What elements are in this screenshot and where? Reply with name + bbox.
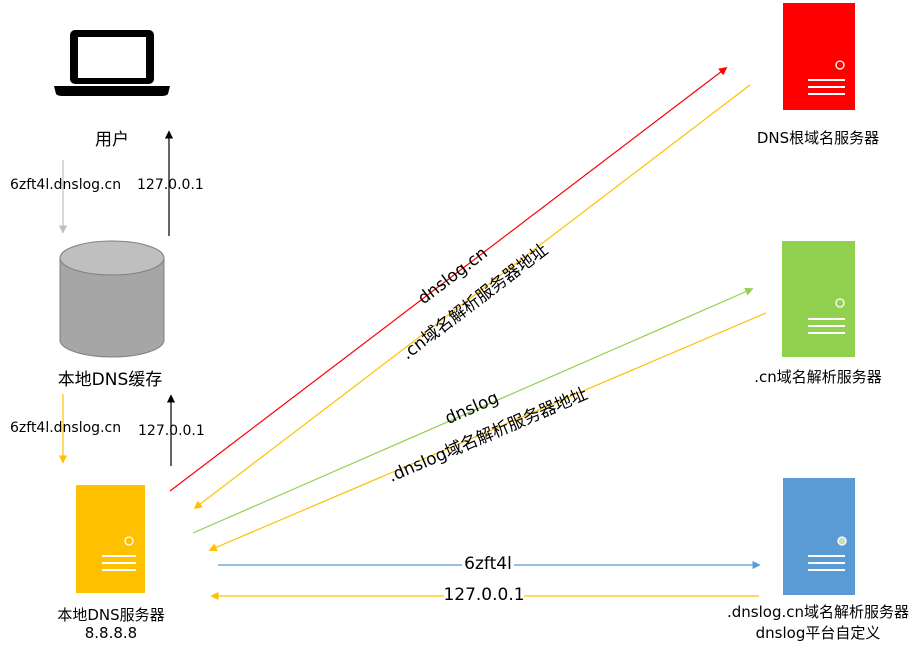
edge-label-user-to-cache: 6zft4l.dnslog.cn bbox=[10, 177, 121, 193]
root-dns-server-icon bbox=[783, 3, 855, 110]
edge-label-cache-to-local: 6zft4l.dnslog.cn bbox=[10, 420, 121, 436]
database-icon bbox=[59, 240, 165, 358]
root-dns-label: DNS根域名服务器 bbox=[757, 129, 879, 147]
dnslog-server-icon bbox=[783, 478, 855, 595]
laptop-icon bbox=[54, 30, 170, 96]
label-bg bbox=[444, 586, 524, 604]
local-dns-server-icon bbox=[76, 485, 145, 593]
cache-label: 本地DNS缓存 bbox=[58, 370, 163, 390]
edge-label-cache-to-user: 127.0.0.1 bbox=[137, 177, 204, 193]
label-bg bbox=[462, 555, 514, 573]
edge-label-dnslog-to-local: 127.0.0.1 bbox=[443, 585, 524, 605]
cn-dns-server-icon bbox=[782, 241, 855, 357]
response-arrow-root-to-local bbox=[193, 84, 751, 510]
user-label: 用户 bbox=[95, 130, 129, 150]
query-arrow-local-to-cn bbox=[192, 287, 754, 534]
local-dns-ip: 8.8.8.8 bbox=[85, 624, 137, 642]
edge-label-local-to-cache: 127.0.0.1 bbox=[138, 423, 205, 439]
query-arrow-local-to-root bbox=[169, 66, 728, 492]
local-dns-label: 本地DNS服务器 bbox=[57, 606, 164, 624]
edge-label-local-to-dnslog: 6zft4l bbox=[464, 554, 512, 574]
dnslog-server-sublabel: dnslog平台自定义 bbox=[756, 624, 881, 642]
response-arrow-cn-to-local bbox=[208, 312, 767, 552]
cn-dns-label: .cn域名解析服务器 bbox=[754, 368, 882, 386]
dnslog-server-label: .dnslog.cn域名解析服务器 bbox=[727, 603, 909, 621]
